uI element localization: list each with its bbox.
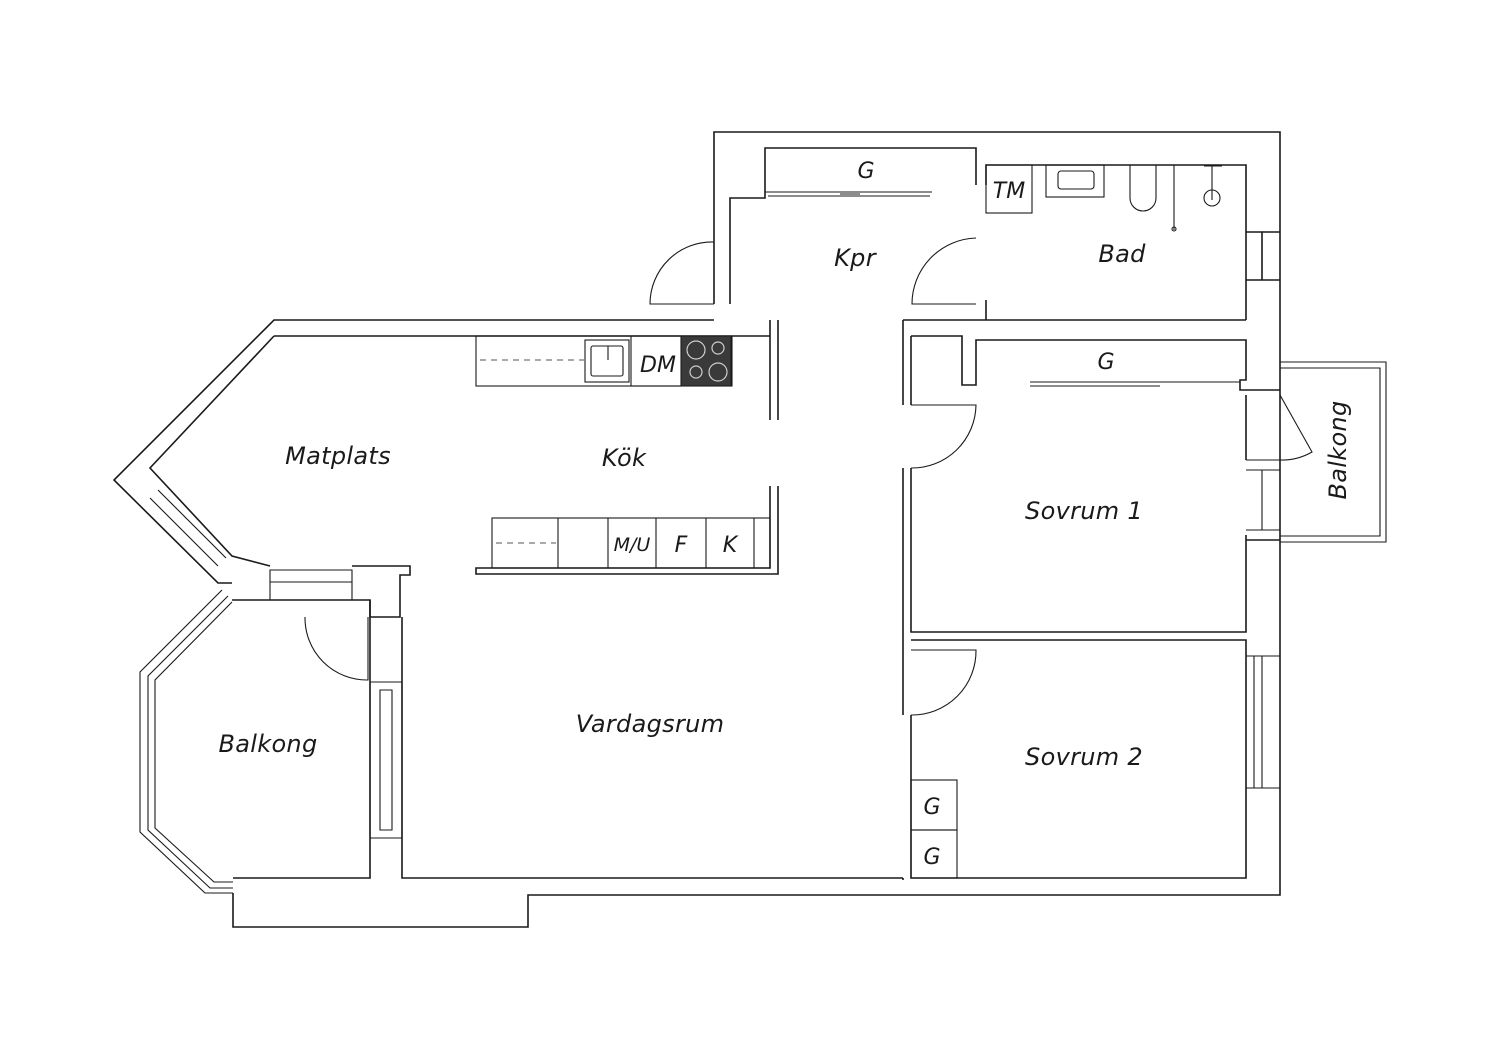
kitchen-fixtures bbox=[475, 335, 771, 569]
wardrobe-label-kpr: G bbox=[857, 159, 874, 184]
wardrobe-label-sovrum2-b: G bbox=[923, 845, 940, 870]
upper-counter bbox=[475, 335, 733, 387]
room-label-bad: Bad bbox=[1098, 240, 1146, 268]
wardrobes bbox=[765, 191, 1240, 879]
room-label-matplats: Matplats bbox=[285, 442, 391, 470]
doors bbox=[304, 237, 1313, 716]
bathroom-fixtures bbox=[985, 164, 1222, 232]
room-label-balkong-left: Balkong bbox=[219, 730, 318, 758]
outer-walls bbox=[112, 131, 1281, 928]
balkong-right-door bbox=[1279, 394, 1313, 461]
sovrum1-door bbox=[910, 404, 977, 469]
freezer-label: F bbox=[675, 533, 688, 558]
balkong-left-door bbox=[304, 616, 369, 681]
room-label-sovrum2: Sovrum 2 bbox=[1025, 743, 1143, 771]
room-label-kpr: Kpr bbox=[834, 244, 878, 272]
sink-icon bbox=[584, 339, 630, 383]
dishwasher-label: DM bbox=[640, 353, 676, 378]
washing-machine-label: TM bbox=[993, 179, 1025, 204]
fixture-labels: G G G G TM DM M/U F K bbox=[614, 159, 1115, 870]
wardrobe-label-sovrum2-a: G bbox=[923, 795, 940, 820]
room-label-balkong-right: Balkong bbox=[1324, 401, 1352, 500]
toilet-icon bbox=[1129, 164, 1157, 212]
bathroom-door bbox=[911, 237, 977, 305]
room-labels: Kpr Bad Matplats Kök Sovrum 1 Sovrum 2 V… bbox=[219, 240, 1352, 771]
room-label-vardagsrum: Vardagsrum bbox=[576, 710, 725, 738]
room-label-kok: Kök bbox=[602, 444, 647, 472]
fridge-label: K bbox=[723, 533, 739, 558]
lower-counter bbox=[491, 517, 771, 569]
interior-walls bbox=[475, 300, 1387, 880]
sovrum2-door bbox=[910, 649, 977, 716]
entry-door bbox=[649, 241, 715, 305]
room-label-sovrum1: Sovrum 1 bbox=[1025, 497, 1143, 525]
microwave-oven-label: M/U bbox=[614, 534, 651, 556]
shower-icon bbox=[1173, 165, 1222, 230]
sink-icon bbox=[1045, 164, 1105, 198]
wardrobe-label-sovrum1: G bbox=[1097, 350, 1114, 375]
washing-machine bbox=[985, 164, 1033, 214]
